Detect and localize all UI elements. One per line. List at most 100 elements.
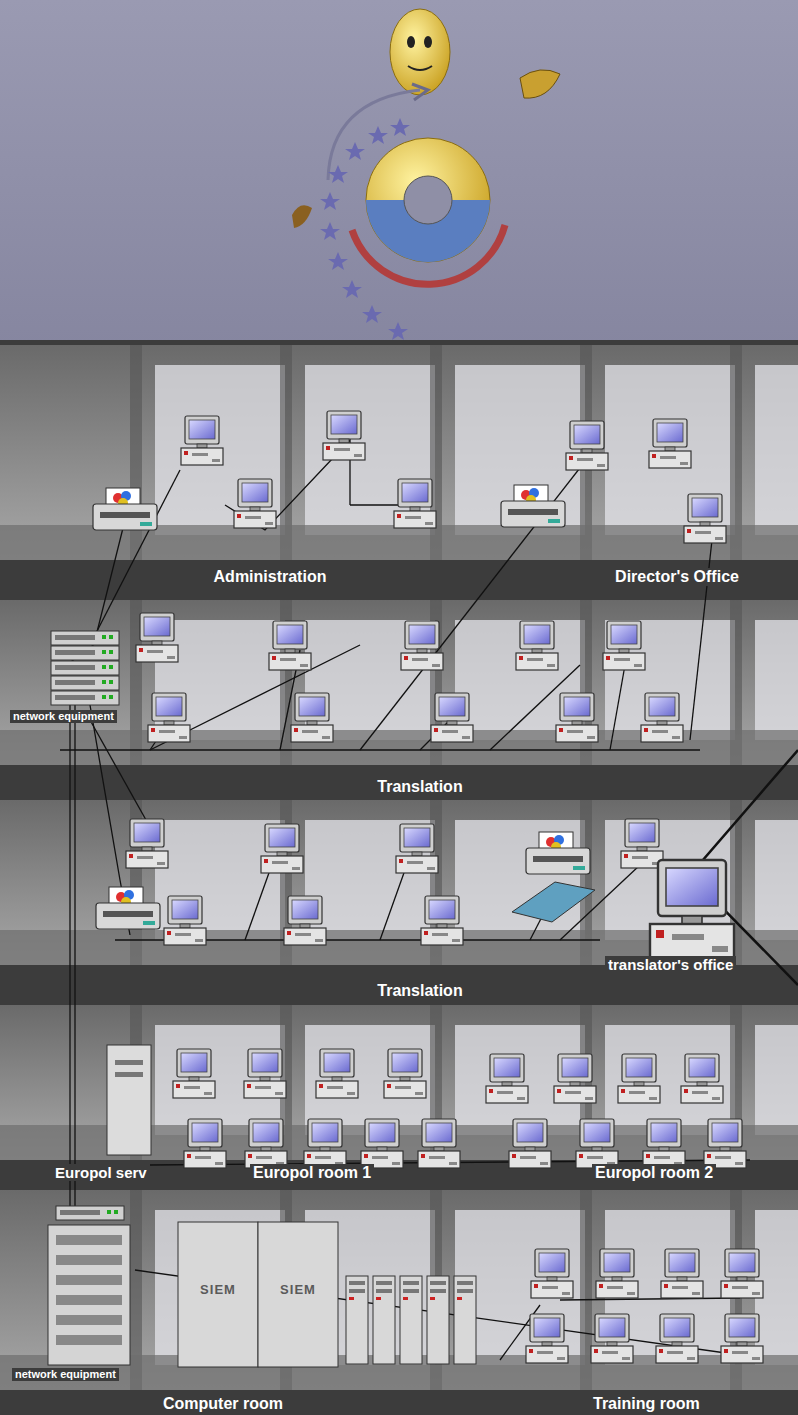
server-icon: [346, 1276, 368, 1364]
computer-icon: [396, 824, 438, 873]
computer-icon: [661, 1249, 703, 1298]
computer-icon: [526, 1314, 568, 1363]
computer-icon: [576, 1119, 618, 1168]
room-label: Translation: [374, 778, 465, 796]
computer-icon: [173, 1049, 215, 1098]
computer-icon: [164, 896, 206, 945]
computer-icon: [643, 1119, 685, 1168]
computer-icon: [245, 1119, 287, 1168]
room-label: network equipment: [12, 1368, 119, 1381]
window-panel: [755, 1025, 798, 1135]
window-panel: [755, 620, 798, 740]
computer-icon: [136, 613, 178, 662]
computer-icon: [361, 1119, 403, 1168]
computer-icon: [618, 1054, 660, 1103]
computer-icon: [431, 693, 473, 742]
mainframe-cabinet: [258, 1222, 338, 1367]
server-tower: [107, 1045, 151, 1155]
computer-icon: [384, 1049, 426, 1098]
computer-icon: [323, 411, 365, 460]
server-tower: [115, 1072, 143, 1077]
computer-icon: [291, 693, 333, 742]
computer-icon: [656, 1314, 698, 1363]
computer-icon: [184, 1119, 226, 1168]
computer-icon: [234, 479, 276, 528]
computer-icon: [244, 1049, 286, 1098]
computer-icon: [531, 1249, 573, 1298]
computer-icon: [721, 1314, 763, 1363]
mainframe-cabinet: [178, 1222, 258, 1367]
room-label: Europol room 2: [592, 1164, 716, 1182]
scanner-icon: [512, 882, 595, 922]
computer-icon: [566, 421, 608, 470]
logo: [292, 9, 560, 340]
server-icon: [454, 1276, 476, 1364]
window-panel: [305, 365, 435, 535]
server-tower: [115, 1060, 143, 1065]
network-rack: [56, 1295, 122, 1305]
floor-wall: [0, 600, 798, 765]
computer-icon: [684, 494, 726, 543]
window-panel: [155, 365, 285, 535]
computer-icon: [261, 824, 303, 873]
equipment-icons: [48, 411, 763, 1367]
computer-icon: [181, 416, 223, 465]
computer-icon: [486, 1054, 528, 1103]
network-rack: [56, 1255, 122, 1265]
room-label: Translation: [374, 982, 465, 1000]
computer-icon: [704, 1119, 746, 1168]
computer-icon: [284, 896, 326, 945]
room-label: translator's office: [605, 956, 736, 973]
computer-icon: [316, 1049, 358, 1098]
network-wires: [60, 440, 798, 1360]
computer-icon: [603, 621, 645, 670]
room-label: Europol serv: [52, 1164, 150, 1181]
server-icon: [427, 1276, 449, 1364]
computer-icon: [269, 621, 311, 670]
server-icon: [400, 1276, 422, 1364]
computer-icon: [516, 621, 558, 670]
building-floors: [0, 340, 798, 1415]
computer-icon: [126, 819, 168, 868]
network-equipment-icon: [51, 631, 119, 645]
window-panel: [455, 1210, 585, 1365]
window-panel: [755, 820, 798, 940]
network-rack: [56, 1235, 122, 1245]
network-equipment-icon: [56, 1206, 124, 1220]
floor-wall: [0, 800, 798, 965]
computer-icon: [641, 693, 683, 742]
printer-icon: [93, 488, 157, 530]
printer-icon: [526, 832, 590, 874]
network-rack: [48, 1225, 130, 1365]
computer-icon: [509, 1119, 551, 1168]
computer-icon: [554, 1054, 596, 1103]
computer-icon: [681, 1054, 723, 1103]
network-equipment-icon: [51, 676, 119, 690]
brand-label: SIEM: [197, 1283, 239, 1298]
computer-icon: [421, 896, 463, 945]
computer-icon: [401, 621, 443, 670]
computer-icon: [621, 819, 663, 868]
window-panel: [455, 365, 585, 535]
network-equipment-icon: [51, 691, 119, 705]
network-rack: [56, 1315, 122, 1325]
computer-icon: [148, 693, 190, 742]
computer-icon: [394, 479, 436, 528]
room-label: network equipment: [10, 710, 117, 723]
brand-label: SIEM: [277, 1283, 319, 1298]
computer-icon: [721, 1249, 763, 1298]
network-rack: [56, 1275, 122, 1285]
computer-icon: [650, 860, 734, 958]
room-label: Director's Office: [612, 568, 742, 586]
printer-icon: [501, 485, 565, 527]
printer-icon: [96, 887, 160, 929]
floor-wall: [0, 1190, 798, 1390]
network-equipment-icon: [51, 661, 119, 675]
network-rack: [56, 1335, 122, 1345]
building-frame: [0, 340, 798, 1415]
window-panel: [755, 365, 798, 535]
server-icon: [373, 1276, 395, 1364]
computer-icon: [304, 1119, 346, 1168]
